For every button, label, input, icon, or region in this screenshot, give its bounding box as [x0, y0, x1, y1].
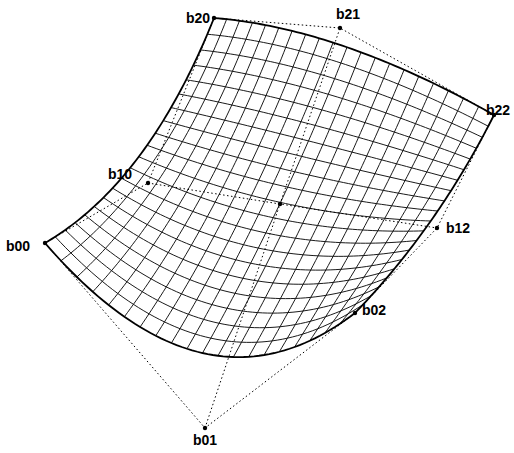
control-net-line	[148, 183, 437, 228]
control-point	[435, 226, 439, 230]
mesh-line	[109, 25, 266, 305]
mesh-line	[45, 243, 355, 357]
mesh-line	[75, 223, 379, 313]
control-point-label: b00	[6, 238, 30, 254]
control-net-line	[45, 18, 214, 243]
control-point	[353, 311, 357, 315]
control-point-label: b01	[193, 432, 217, 448]
mesh-line	[203, 47, 348, 353]
control-net	[45, 18, 494, 428]
surface-fill	[45, 18, 494, 357]
control-net-line	[205, 28, 340, 428]
mesh-line	[124, 28, 278, 317]
control-point-label: b20	[186, 10, 210, 26]
mesh-line	[279, 76, 418, 351]
mesh-line	[156, 34, 306, 335]
control-point-label: b22	[486, 102, 510, 118]
mesh-line	[325, 98, 464, 333]
mesh-line	[65, 230, 371, 328]
control-point-label: b21	[336, 6, 360, 22]
mesh-line	[340, 106, 479, 323]
mesh-line	[130, 168, 424, 231]
control-point-label: b10	[108, 166, 132, 182]
mesh-line	[355, 115, 494, 313]
control-net-line	[45, 243, 355, 428]
mesh-line	[61, 19, 227, 261]
control-point	[203, 426, 207, 430]
mesh-line	[77, 21, 240, 277]
mesh-line	[171, 108, 457, 181]
mesh-line	[155, 133, 444, 201]
control-points	[43, 16, 496, 430]
control-point	[278, 202, 282, 206]
control-point	[338, 26, 342, 30]
mesh-line	[295, 83, 434, 347]
mesh-line	[214, 18, 494, 115]
control-point	[146, 181, 150, 185]
mesh-line	[113, 188, 410, 256]
mesh-line	[140, 31, 292, 327]
control-point-label: b02	[362, 302, 386, 318]
control-net-line	[214, 18, 494, 115]
mesh-line	[187, 43, 333, 349]
control-point	[43, 241, 47, 245]
mesh-line	[93, 23, 253, 292]
mesh-line	[310, 91, 449, 341]
mesh-line	[186, 80, 470, 159]
mesh-line	[171, 38, 319, 343]
control-point	[212, 16, 216, 20]
surface-mesh	[45, 18, 494, 357]
mesh-line	[233, 58, 375, 357]
control-point-label: b12	[446, 220, 470, 236]
control-net-line	[355, 115, 494, 313]
